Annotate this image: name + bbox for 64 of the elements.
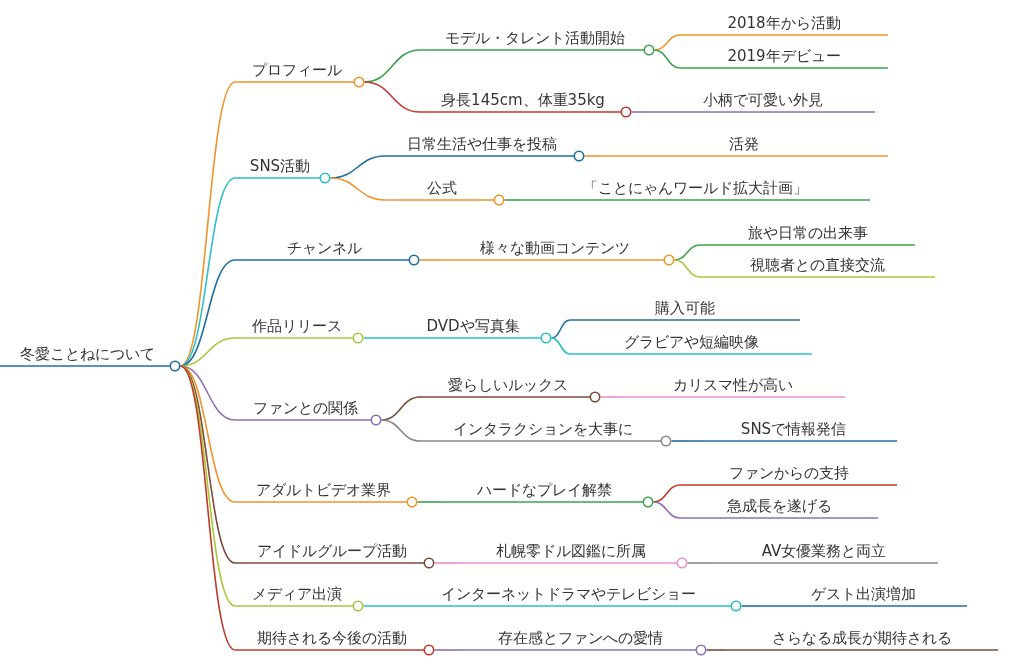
topic-label: アイドルグループ活動	[257, 542, 407, 561]
branch-line	[179, 365, 236, 651]
topic-label: 急成長を遂げる	[726, 497, 832, 516]
topic-label: 購入可能	[655, 299, 715, 318]
topic-label: プロフィール	[252, 61, 342, 80]
topic-label: アダルトビデオ業界	[256, 481, 391, 500]
topic-label: 期待される今後の活動	[257, 629, 407, 648]
topic-label: SNS活動	[249, 157, 311, 176]
branch-line	[416, 501, 441, 503]
topic-label: SNSで情報発信	[740, 420, 847, 439]
branch-line	[673, 244, 701, 261]
branch-line	[599, 396, 621, 398]
branch-line	[329, 177, 386, 201]
topic-label: 公式	[427, 179, 457, 198]
topic-label: 札幌零ドル図鑑に所属	[496, 542, 646, 561]
topic-label: 「ことにゃんワールド拡大計画」	[582, 179, 808, 198]
topic-label: 愛らしいルックス	[447, 376, 568, 395]
branch-line	[653, 49, 681, 69]
topic-label: 様々な動画コンテンツ	[479, 239, 630, 258]
branch-line	[686, 562, 711, 564]
topic-label: 2018年から活動	[727, 14, 841, 33]
branch-line	[418, 259, 441, 261]
topic-label: カリスマ性が高い	[672, 376, 793, 395]
topic-label: 活発	[729, 135, 759, 154]
topic-label: インターネットドラマやテレビショー	[440, 585, 696, 604]
branch-line	[380, 419, 421, 442]
topic-label: 作品リリース	[251, 317, 342, 336]
branch-line	[362, 337, 401, 339]
branch-line	[550, 337, 571, 355]
branch-line	[550, 319, 571, 339]
branch-line	[503, 199, 521, 201]
branch-line	[179, 365, 236, 503]
topic-label: DVDや写真集	[426, 317, 520, 336]
topic-label: メディア出演	[251, 585, 342, 604]
branch-line	[362, 605, 401, 607]
branch-line	[630, 111, 651, 113]
branch-line	[670, 440, 691, 442]
topic-label: インタラクションを大事に	[453, 420, 633, 439]
topic-label: グラビアや短編映像	[623, 333, 759, 352]
topic-label: AV女優業務と両立	[761, 542, 887, 561]
topic-label: チャンネル	[287, 239, 362, 258]
topic-label: 日常生活や仕事を投稿	[407, 135, 557, 154]
topic-label: 身長145cm、体重35kg	[441, 91, 605, 110]
branch-line	[652, 501, 681, 519]
topic-label: ハードなプレイ解禁	[476, 481, 612, 500]
topic-label: 存在感とファンへの愛情	[498, 629, 663, 648]
branch-line	[705, 649, 726, 651]
branch-line	[673, 259, 701, 278]
branch-line	[363, 81, 421, 113]
topic-label: 冬愛ことねについて	[20, 345, 155, 364]
topic-label: 小柄で可愛い外見	[702, 91, 823, 110]
branch-line	[433, 562, 461, 564]
topic-label: 視聴者との直接交流	[750, 256, 885, 275]
topic-label: 2019年デビュー	[727, 47, 841, 66]
topic-label: 旅や日常の出来事	[747, 224, 868, 243]
topic-label: モデル・タレント活動開始	[444, 29, 625, 48]
topic-label: さらなる成長が期待される	[771, 629, 952, 648]
topic-label: ゲスト出演増加	[811, 585, 916, 604]
topic-label: ファンからの支持	[728, 464, 849, 483]
branch-line	[433, 649, 461, 651]
branch-line	[740, 605, 761, 607]
topic-label: ファンとの関係	[253, 399, 358, 418]
branch-line	[653, 34, 681, 51]
branch-line	[583, 155, 601, 157]
